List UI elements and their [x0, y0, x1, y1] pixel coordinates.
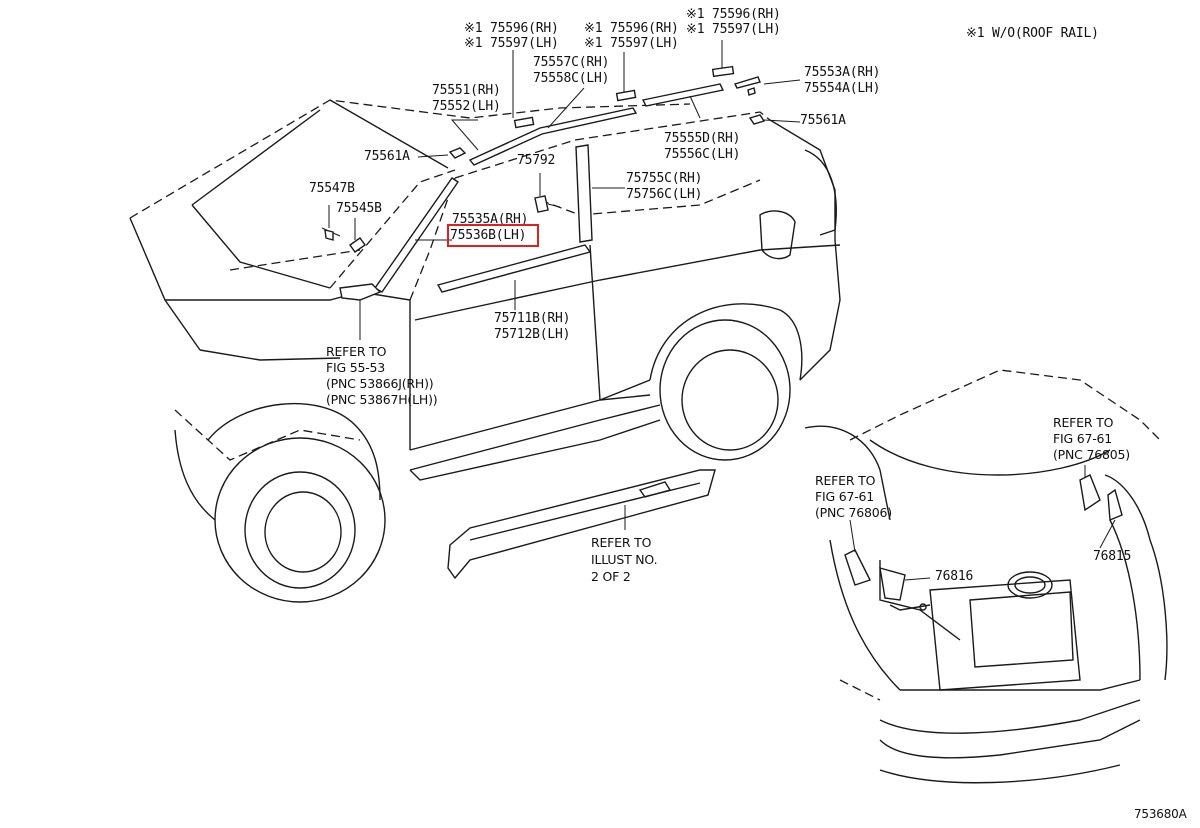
garnish-76816	[879, 567, 906, 601]
label-75558c[interactable]: 75558C(LH)	[533, 71, 610, 86]
label-75553a[interactable]: 75553A(RH)	[804, 65, 881, 80]
ref-illust-line2: ILLUST NO.	[591, 552, 658, 567]
roof-clip-1	[513, 116, 535, 129]
a-pillar-moulding	[373, 177, 459, 293]
label-75552[interactable]: 75552(LH)	[432, 99, 501, 114]
ref-fig55-line1: REFER TO	[326, 344, 387, 359]
clip-75545b	[349, 237, 366, 253]
label-75536b[interactable]: 75536B(LH)	[450, 228, 527, 243]
clip-75561a-right	[748, 114, 766, 125]
label-75711b[interactable]: 75711B(RH)	[494, 311, 571, 326]
ref-fig67-76806-line1: REFER TO	[815, 473, 876, 488]
note-roof-rail: ※1 W/O(ROOF RAIL)	[966, 26, 1099, 41]
garnish-76815	[1107, 488, 1123, 522]
ref-fig67-76806-line2: FIG 67-61	[815, 489, 875, 504]
label-75547b[interactable]: 75547B	[309, 181, 355, 196]
a-pillar-base	[339, 283, 382, 301]
label-75535a[interactable]: 75535A(RH)	[452, 212, 529, 227]
label-75597-lh-2[interactable]: ※1 75597(LH)	[584, 36, 679, 51]
label-76816[interactable]: 76816	[935, 569, 974, 584]
label-75756c[interactable]: 75756C(LH)	[626, 187, 703, 202]
clip-75792	[534, 195, 549, 213]
step-garnish	[447, 469, 716, 580]
moulding-parts	[321, 65, 766, 580]
clip-75561a-left	[448, 147, 467, 159]
ref-illust-line1: REFER TO	[591, 535, 652, 550]
garnish-76805	[1079, 474, 1101, 512]
roof-moulding-front	[468, 107, 638, 166]
roof-clip-2	[615, 89, 637, 102]
label-75712b[interactable]: 75712B(LH)	[494, 327, 571, 342]
vehicle-side-view	[129, 99, 841, 603]
ref-fig55-line3: (PNC 53866J(RH))	[326, 376, 434, 391]
label-75597-lh-1[interactable]: ※1 75597(LH)	[464, 36, 559, 51]
ref-fig67-76805-line1: REFER TO	[1053, 415, 1114, 430]
label-75551[interactable]: 75551(RH)	[432, 83, 501, 98]
label-75596-rh-1[interactable]: ※1 75596(RH)	[464, 21, 559, 36]
leader-lines	[328, 40, 801, 530]
ref-fig55-line2: FIG 55-53	[326, 360, 386, 375]
clip-75553a	[747, 87, 756, 96]
ref-fig67-76805-line3: (PNC 76805)	[1053, 447, 1130, 462]
pillar-garnish	[575, 144, 593, 243]
belt-moulding	[436, 244, 592, 293]
label-75557c[interactable]: 75557C(RH)	[533, 55, 610, 70]
label-75555d[interactable]: 75555D(RH)	[664, 131, 741, 146]
highlight-box-75536b	[447, 224, 539, 247]
roof-moulding-end	[734, 76, 761, 89]
ref-illust-line3: 2 OF 2	[591, 569, 631, 584]
label-76815[interactable]: 76815	[1093, 549, 1132, 564]
diagram-id: 753680A	[1134, 807, 1187, 821]
label-75597-lh-3[interactable]: ※1 75597(LH)	[686, 22, 781, 37]
ref-fig55-line4: (PNC 53867H(LH))	[326, 392, 438, 407]
clip-75547b	[324, 229, 334, 241]
roof-moulding-rear	[641, 83, 725, 107]
garnish-76816-left	[844, 549, 871, 586]
label-75596-rh-2[interactable]: ※1 75596(RH)	[584, 21, 679, 36]
label-75561a-left[interactable]: 75561A	[364, 149, 410, 164]
ref-fig67-76805-line2: FIG 67-61	[1053, 431, 1113, 446]
roof-clip-3	[711, 65, 735, 78]
label-75792[interactable]: 75792	[517, 153, 556, 168]
label-75561a-right[interactable]: 75561A	[800, 113, 846, 128]
label-75556c[interactable]: 75556C(LH)	[664, 147, 741, 162]
ref-fig67-76806-line3: (PNC 76806)	[815, 505, 892, 520]
label-75545b[interactable]: 75545B	[336, 201, 382, 216]
label-75755c[interactable]: 75755C(RH)	[626, 171, 703, 186]
label-75596-rh-3[interactable]: ※1 75596(RH)	[686, 7, 781, 22]
label-75554a[interactable]: 75554A(LH)	[804, 81, 881, 96]
rear-view-inset	[804, 369, 1168, 784]
